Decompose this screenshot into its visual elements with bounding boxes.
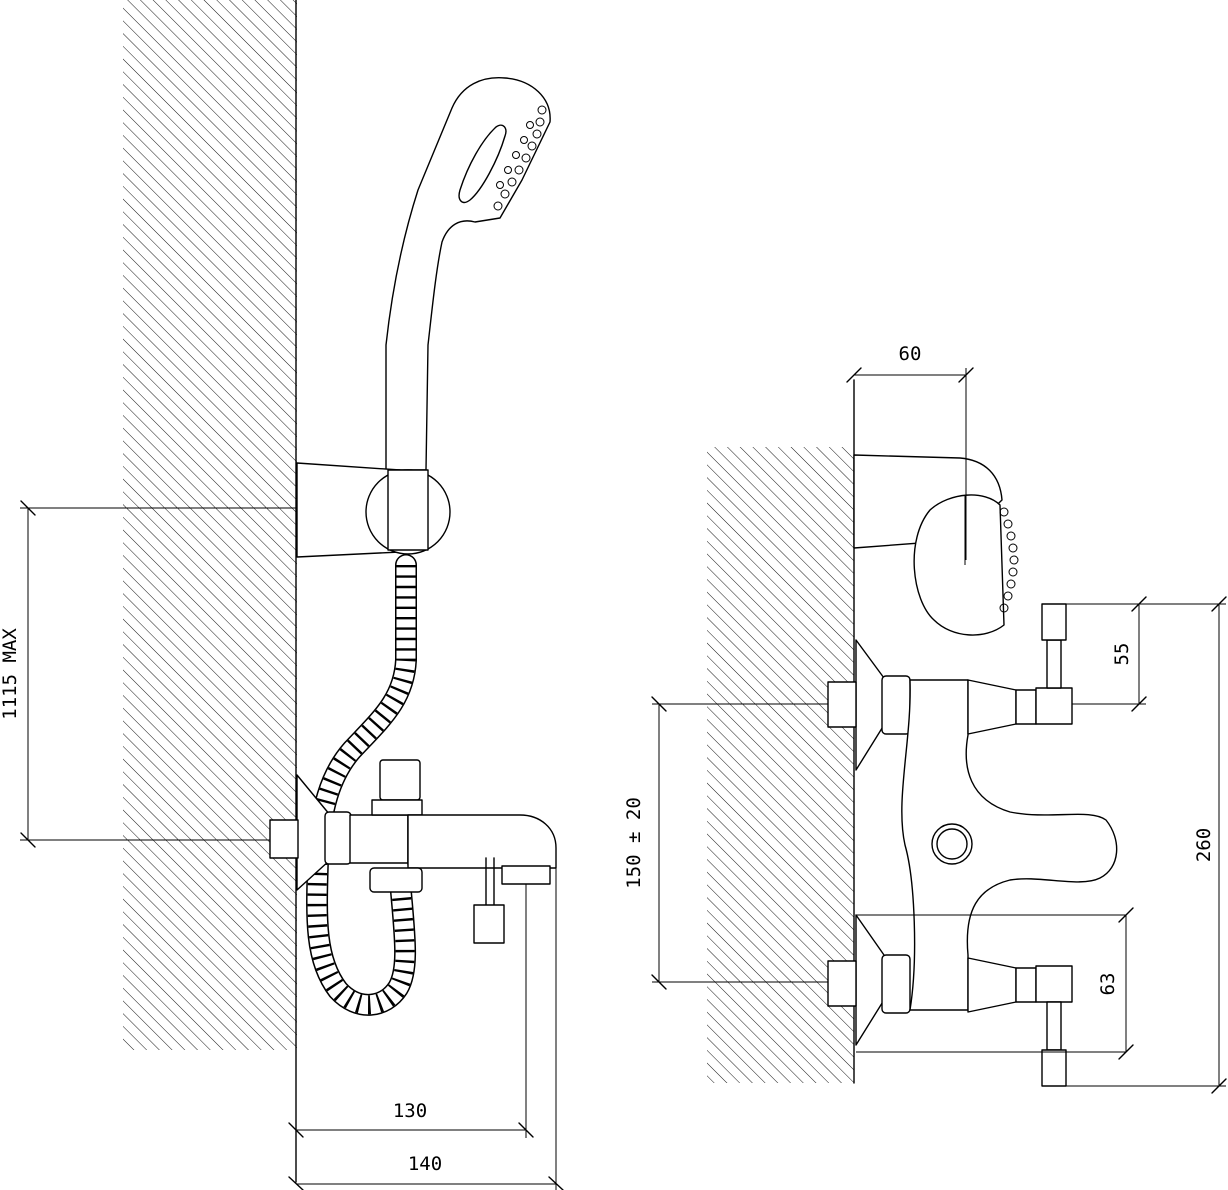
front-lower-hub-icon <box>1015 967 1037 1003</box>
front-upper-escutcheon-icon <box>855 639 885 771</box>
dim-front-top-width: 60 <box>846 343 974 560</box>
shower-nozzles-icon <box>493 105 547 211</box>
dim-side-depth-inner: 130 <box>288 884 534 1138</box>
shower-hose-ridges <box>307 565 416 1015</box>
front-lower-handle-grip-icon <box>1041 1049 1067 1087</box>
front-lower-handle-stem-icon <box>1046 1001 1062 1051</box>
side-nut-icon <box>324 811 352 865</box>
side-spout-icon <box>407 814 557 869</box>
side-view: 1115 MAX 130 140 <box>0 0 564 1190</box>
dim-front-total-height: 260 <box>1066 596 1227 1094</box>
dim-side-height-label: 1115 MAX <box>0 628 21 720</box>
front-upper-nut-icon <box>881 675 911 735</box>
side-diverter-knob-icon <box>379 759 421 801</box>
side-diverter-stem-icon <box>371 799 423 816</box>
front-shower-nozzles-icon <box>999 507 1019 613</box>
side-inlet-nut-icon <box>269 819 299 859</box>
dim-side-depth-outer-label: 140 <box>408 1153 442 1175</box>
dim-front-upper-handle: 55 <box>1072 596 1147 712</box>
shower-holder-socket-icon <box>387 469 429 551</box>
front-upper-handle-grip-icon <box>1041 603 1067 641</box>
shower-grip-slot-icon <box>458 124 507 204</box>
front-lower-cone-icon <box>967 957 1017 1013</box>
front-shower-head-icon <box>913 494 1005 636</box>
hand-shower-icon <box>385 77 551 471</box>
front-upper-handle-block-icon <box>1035 687 1073 725</box>
front-upper-inlet-nut-icon <box>827 681 857 728</box>
front-mixer-body-icon <box>901 679 1118 1011</box>
side-lower-nut-icon <box>369 867 423 893</box>
dim-front-total-height-label: 260 <box>1193 828 1215 862</box>
front-view: 60 150 ± 20 260 55 <box>623 343 1227 1094</box>
side-handle-grip-icon <box>473 904 505 944</box>
dim-front-inlet-spacing: 150 ± 20 <box>623 696 828 990</box>
side-wall-hatch <box>123 0 297 1050</box>
front-lower-handle-block-icon <box>1035 965 1073 1003</box>
front-upper-handle-stem-icon <box>1046 639 1062 689</box>
front-lower-nut-icon <box>881 954 911 1014</box>
front-lower-inlet-nut-icon <box>827 960 857 1007</box>
front-lower-escutcheon-icon <box>855 914 885 1046</box>
front-upper-hub-icon <box>1015 689 1037 725</box>
dim-side-depth-outer: 140 <box>288 868 564 1190</box>
dim-side-height: 1115 MAX <box>0 500 296 848</box>
front-upper-cone-icon <box>967 679 1017 735</box>
dim-front-top-width-label: 60 <box>899 343 922 365</box>
front-spout-outlet-icon <box>931 823 973 865</box>
side-body-icon <box>349 814 409 864</box>
dim-side-depth-inner-label: 130 <box>393 1100 427 1122</box>
dim-front-upper-handle-label: 55 <box>1111 643 1133 666</box>
dim-front-lower-handle-label: 63 <box>1097 973 1119 996</box>
front-spout-outlet-inner-icon <box>936 828 968 860</box>
dim-front-lower-handle: 63 <box>1097 907 1134 1060</box>
side-spout-outlet-icon <box>501 865 551 885</box>
dim-front-inlet-spacing-label: 150 ± 20 <box>623 797 645 889</box>
